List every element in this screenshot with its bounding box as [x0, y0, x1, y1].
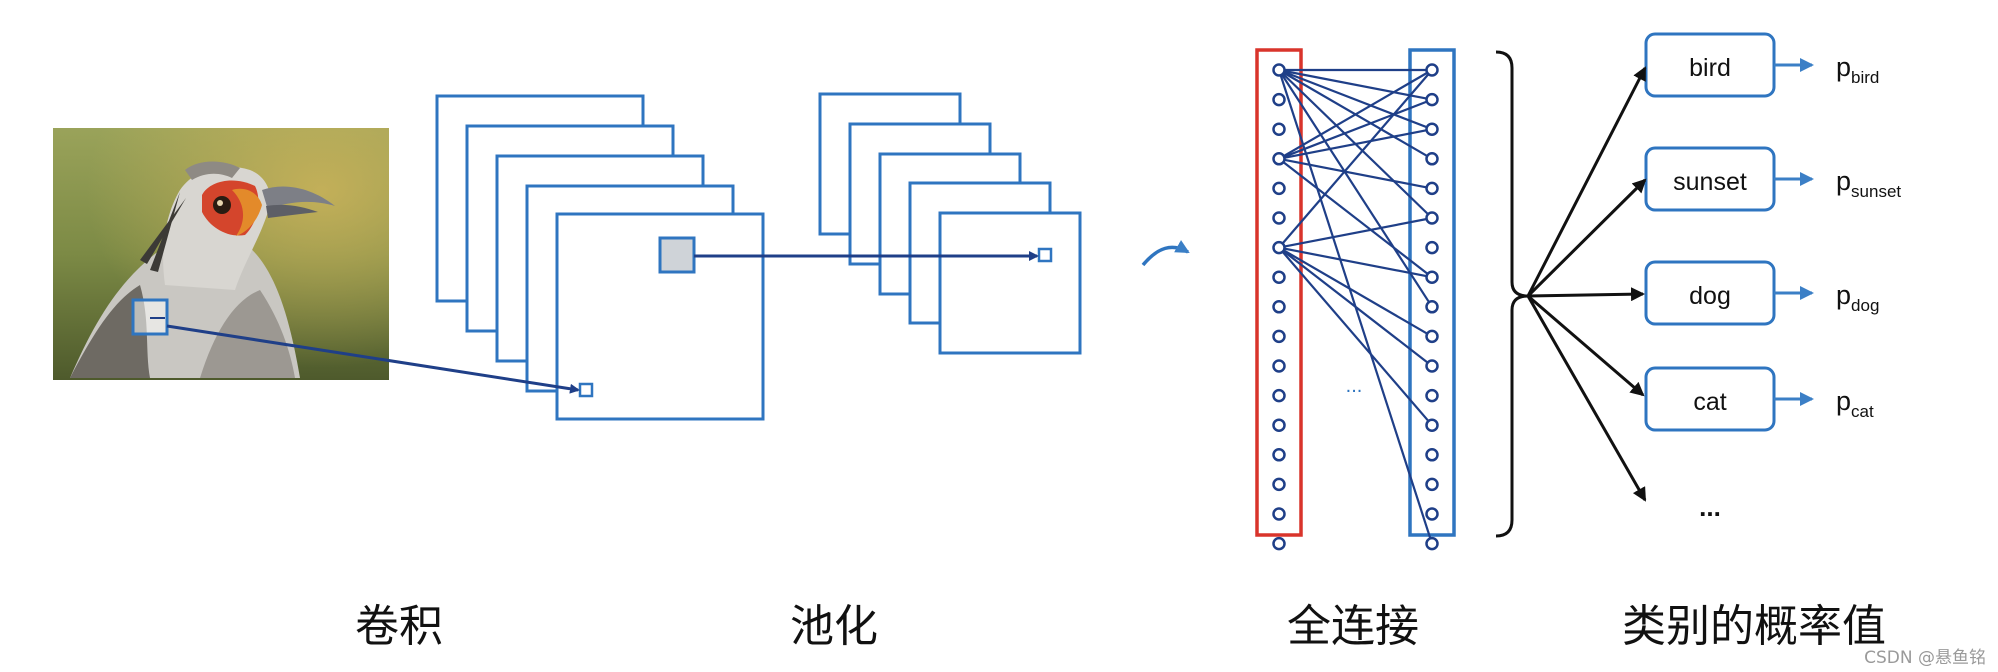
to-bird-arrow — [1526, 66, 1647, 297]
neuron-node — [1272, 181, 1286, 196]
neuron-node — [1272, 359, 1286, 373]
neuron-node — [1425, 122, 1439, 136]
pool-map — [938, 211, 1082, 355]
neuron-node — [1425, 536, 1439, 551]
fc-connection-line — [1278, 69, 1433, 249]
neuron-node — [1425, 507, 1439, 521]
fc-connection-line — [1278, 157, 1433, 190]
neuron-node — [1272, 122, 1286, 136]
input-to-conv-arrow — [166, 324, 580, 394]
neuron-node — [1272, 270, 1286, 284]
neuron-node — [1425, 92, 1439, 107]
pool-output-cell — [1037, 247, 1053, 263]
prob-label-cat: pcat — [1836, 386, 1874, 421]
neuron-node — [1425, 359, 1439, 373]
more-neurons-ellipsis: ... — [1346, 375, 1363, 397]
fc-connections — [1277, 68, 1434, 544]
neuron-node — [1272, 507, 1286, 521]
neuron-node — [1425, 270, 1439, 284]
fc-neurons — [1425, 63, 1439, 551]
neuron-node — [1272, 329, 1286, 344]
neuron-node — [1425, 152, 1439, 166]
more-classes-ellipsis: ... — [1699, 492, 1721, 522]
output-bracket — [1495, 50, 1529, 538]
to-sunset-arrow — [1526, 178, 1647, 298]
to-dog-arrow — [1527, 287, 1645, 302]
fc-connection-line — [1278, 68, 1433, 101]
class-label-cat: cat — [1693, 388, 1726, 416]
fc-connection-line — [1278, 69, 1433, 308]
neuron-node — [1425, 300, 1439, 314]
class-label-sunset: sunset — [1673, 168, 1747, 196]
fc-connection-line — [1278, 216, 1433, 249]
neuron-node — [1272, 448, 1286, 462]
neuron-node — [1272, 63, 1286, 77]
class-label-bird: bird — [1689, 54, 1731, 82]
flattened-layer-column — [1255, 48, 1303, 537]
neuron-node — [1425, 240, 1439, 255]
fc-connection-line — [1278, 128, 1433, 160]
neuron-node — [1425, 63, 1439, 77]
neuron-node — [1272, 211, 1286, 225]
fc-connection-line — [1278, 157, 1433, 279]
neuron-node — [1272, 152, 1286, 166]
fc-connection-line — [1277, 69, 1434, 544]
neuron-node — [1272, 477, 1286, 492]
watermark: CSDN @悬鱼铭 — [1864, 648, 1986, 668]
prob-label-bird: pbird — [1836, 52, 1879, 87]
neuron-node — [1272, 300, 1286, 314]
pool-feature-maps — [818, 92, 1082, 355]
stage-label-pool: 池化 — [790, 601, 878, 652]
neuron-node — [1272, 388, 1286, 403]
fc-layer-column — [1408, 48, 1456, 537]
neuron-node — [1425, 477, 1439, 492]
flattened-neurons — [1272, 63, 1286, 551]
neuron-node — [1272, 418, 1286, 432]
prob-label-dog: pdog — [1836, 280, 1879, 315]
neuron-node — [1425, 329, 1439, 344]
neuron-node — [1425, 418, 1439, 432]
class-label-dog: dog — [1689, 282, 1731, 310]
fc-connection-line — [1278, 246, 1433, 338]
stage-label-conv: 卷积 — [355, 601, 443, 652]
neuron-node — [1425, 388, 1439, 403]
conv-output-cell — [578, 382, 594, 398]
fc-connection-line — [1278, 246, 1433, 426]
stage-label-fc: 全连接 — [1287, 601, 1419, 652]
input-image — [53, 128, 389, 380]
to-cat-arrow — [1527, 294, 1645, 397]
neuron-node — [1272, 240, 1286, 255]
neuron-node — [1425, 211, 1439, 225]
neuron-node — [1272, 536, 1286, 551]
neuron-node — [1425, 448, 1439, 462]
neuron-node — [1272, 92, 1286, 107]
stage-label-prob: 类别的概率值 — [1622, 601, 1886, 652]
to-more-arrow — [1526, 295, 1647, 502]
neuron-node — [1425, 181, 1439, 196]
fc-connection-line — [1278, 68, 1433, 131]
prob-label-sunset: psunset — [1836, 166, 1901, 201]
conv-patch-highlight — [658, 236, 696, 274]
conv-feature-maps — [435, 94, 765, 421]
fc-connection-line — [1278, 246, 1433, 279]
flatten-arrow — [1141, 240, 1190, 267]
fc-connection-line — [1278, 69, 1433, 160]
